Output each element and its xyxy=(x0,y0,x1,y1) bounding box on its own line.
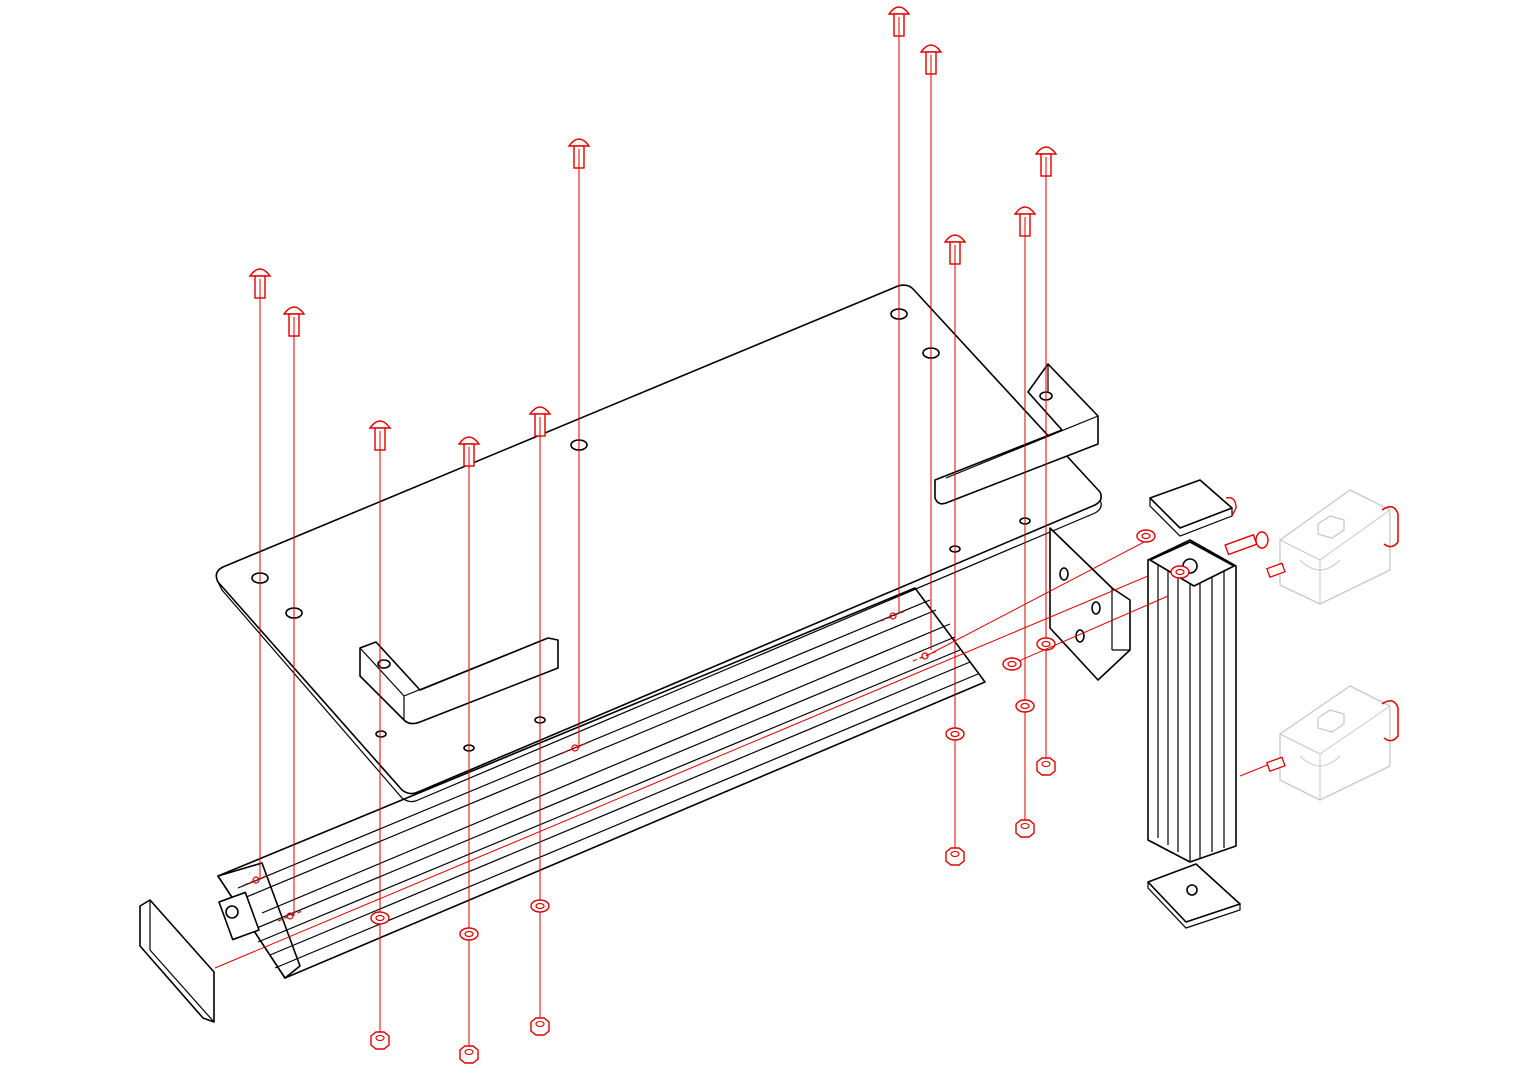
washer xyxy=(1002,657,1022,671)
washer xyxy=(945,727,965,741)
nut xyxy=(459,1045,479,1064)
corner-bracket xyxy=(1049,527,1131,681)
fastener-stack xyxy=(887,6,911,612)
fastener-stack xyxy=(919,44,943,650)
nut xyxy=(370,1031,390,1050)
washer xyxy=(530,899,550,913)
washer xyxy=(1170,565,1190,579)
fastener-stack xyxy=(528,406,552,1036)
fastener-stack xyxy=(248,268,272,880)
washer xyxy=(459,927,479,941)
screw xyxy=(282,306,306,337)
mounting-plate xyxy=(215,284,1102,803)
screw xyxy=(1013,206,1037,237)
end-cap-bottom xyxy=(1147,863,1241,929)
pivot-joint-lower xyxy=(1279,685,1391,801)
screw xyxy=(1034,146,1058,177)
pivot-pin xyxy=(1381,506,1399,548)
assembly-line xyxy=(925,539,1149,657)
hardware-layer xyxy=(214,6,1399,1064)
end-cap-top xyxy=(1149,479,1233,537)
screw xyxy=(1266,756,1286,773)
aluminum-extrusion-long xyxy=(217,587,986,979)
aluminum-extrusion-vertical xyxy=(1147,539,1237,863)
fastener-stack xyxy=(1013,206,1037,838)
nut xyxy=(945,847,965,866)
fastener-stack xyxy=(457,436,481,1064)
nut xyxy=(1015,819,1035,838)
slot-nut xyxy=(562,742,588,754)
pivot-pin xyxy=(1225,497,1237,517)
fastener-stack xyxy=(1034,146,1058,776)
washer xyxy=(370,911,390,925)
handle-left xyxy=(359,637,559,725)
screw xyxy=(943,234,967,265)
washer xyxy=(1015,699,1035,713)
screw xyxy=(1224,531,1269,556)
assembly-line xyxy=(214,575,1149,969)
screw xyxy=(457,436,481,467)
assembly-line xyxy=(1011,595,1169,665)
fastener-stack xyxy=(567,138,591,748)
screw xyxy=(919,44,943,75)
screw xyxy=(248,268,272,299)
washer xyxy=(1036,637,1056,651)
screw xyxy=(887,6,911,37)
screw xyxy=(368,420,392,451)
fastener-stack xyxy=(943,234,967,866)
pivot-pin xyxy=(1381,700,1399,742)
slot-nut xyxy=(880,610,906,622)
pivot-joint-upper xyxy=(1279,489,1391,605)
washer xyxy=(1136,529,1156,543)
end-cap-left xyxy=(139,899,215,1023)
screw xyxy=(1266,562,1286,579)
slot-nut xyxy=(277,910,303,922)
screw xyxy=(567,138,591,169)
slot-nut xyxy=(243,874,269,886)
nut xyxy=(530,1017,550,1036)
slot-nut xyxy=(912,650,938,662)
nut xyxy=(1036,757,1056,776)
fastener-stack xyxy=(368,420,392,1050)
screw xyxy=(528,406,552,437)
fastener-stack xyxy=(282,306,306,916)
